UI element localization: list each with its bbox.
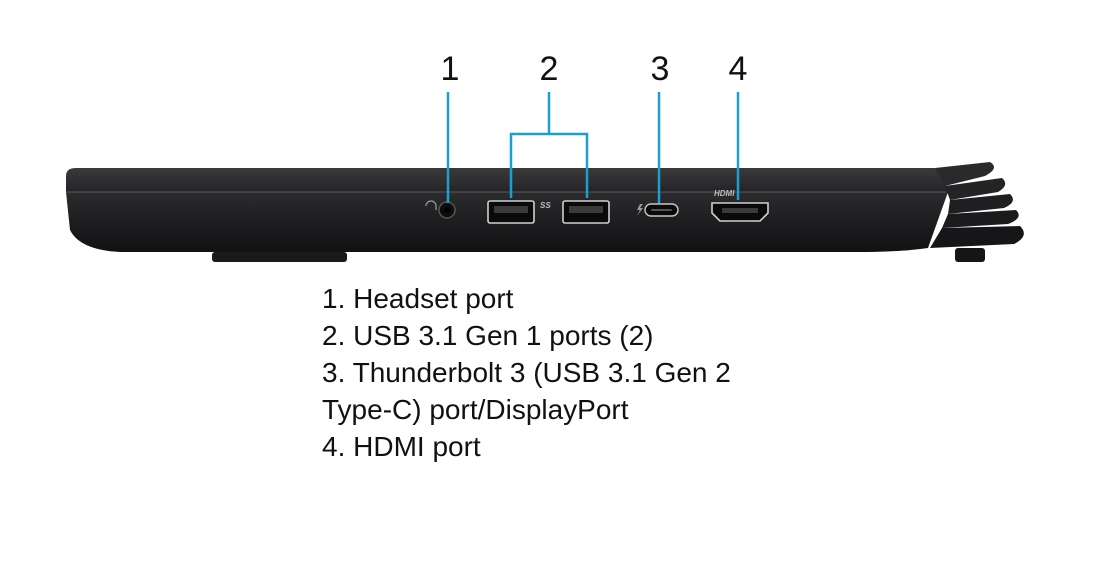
thunderbolt-icon <box>637 204 643 216</box>
laptop-chassis: SS SS HDMI <box>66 162 1024 262</box>
legend-item-3: 3. Thunderbolt 3 (USB 3.1 Gen 2 <box>322 357 731 388</box>
legend-item-1: 1. Headset port <box>322 283 514 314</box>
hinge-vents <box>930 162 1024 262</box>
callout-lines <box>446 92 740 203</box>
headset-port <box>425 200 456 219</box>
rubber-foot <box>212 252 347 262</box>
legend-item-4: 4. HDMI port <box>322 431 481 462</box>
thunderbolt-port <box>637 203 679 217</box>
legend-item-3-continued: Type-C) port/DisplayPort <box>322 394 629 425</box>
hdmi-port: HDMI <box>711 189 769 222</box>
headset-icon <box>425 200 437 210</box>
callout-number-2: 2 <box>540 50 559 88</box>
usb-port-2: SS <box>540 200 610 224</box>
hdmi-logo: HDMI <box>714 189 735 198</box>
usb-port-1: SS <box>487 200 535 224</box>
callout-number-3: 3 <box>651 50 670 88</box>
callout-number-1: 1 <box>441 50 460 88</box>
callout-number-4: 4 <box>729 50 748 88</box>
callout-line-2-bracket <box>509 132 589 198</box>
usb-logo-2: SS <box>540 201 551 210</box>
legend-item-2: 2. USB 3.1 Gen 1 ports (2) <box>322 320 654 351</box>
